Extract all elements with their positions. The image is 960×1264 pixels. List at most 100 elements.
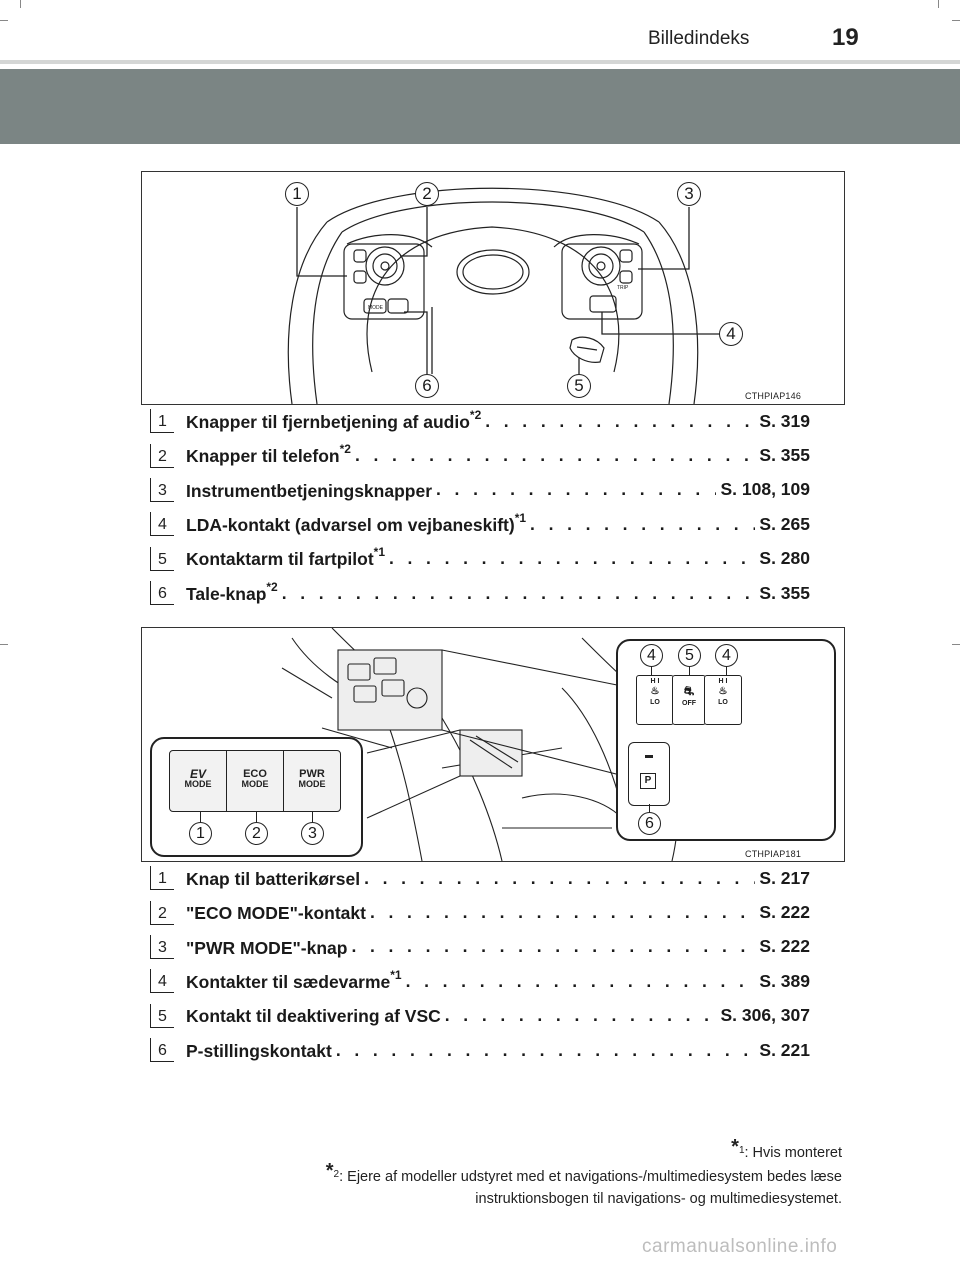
figure-code: CTHPIAP146 (745, 391, 802, 401)
leader-line (649, 804, 650, 814)
callout-5: 5 (678, 644, 701, 667)
seat-heat-icon: ♨ (650, 686, 660, 697)
leader-line (651, 665, 652, 676)
callout-2: 2 (415, 182, 439, 206)
leader-line (312, 811, 313, 823)
leader-dots: . . . . . . . . . . . . . . . . . . . . … (351, 936, 755, 957)
callout-3: 3 (301, 822, 324, 845)
seat-heat-icon: ♨ (718, 686, 728, 697)
vsc-icon: ⛐ (683, 684, 695, 698)
header-banner (0, 69, 960, 144)
leader-dots: . . . . . . . . . . . . . . . . . . . . … (389, 548, 755, 569)
eco-mode-button[interactable]: ECO MODE (227, 751, 284, 811)
page-ref: S. 221 (759, 1039, 810, 1060)
callout-4: 4 (640, 644, 663, 667)
callout-2: 2 (245, 822, 268, 845)
p-switch-indicator (645, 755, 653, 758)
vsc-off-label: OFF (682, 700, 696, 707)
pwr-mode-button-bottom: MODE (298, 779, 326, 789)
leader-dots: . . . . . . . . . . . . . . . . . . . . … (335, 1039, 756, 1060)
vsc-off-switch[interactable]: ⛐ OFF (672, 675, 706, 725)
page-ref: S. 389 (759, 970, 810, 991)
item-label: Kontakter til sædevarme*1 (186, 967, 402, 992)
footnote-2: *2: Ejere af modeller udstyret med et na… (325, 1160, 842, 1185)
item-label: "ECO MODE"-kontakt (186, 903, 366, 923)
callout-4: 4 (719, 322, 743, 346)
watermark: carmanualsonline.info (642, 1236, 838, 1257)
callout-3: 3 (677, 182, 701, 206)
seat-heater-switch-left[interactable]: H I ♨ LO (636, 675, 674, 725)
callout-6: 6 (415, 374, 439, 398)
item-number: 2 (150, 443, 174, 468)
ev-mode-button[interactable]: EV MODE (170, 751, 227, 811)
hi-label: H I (718, 678, 728, 685)
page-ref: S. 217 (759, 867, 810, 888)
item-number: 5 (150, 546, 174, 571)
item-number: 5 (150, 1003, 174, 1028)
console-illustration (281, 628, 829, 861)
eco-mode-button-top: ECO (243, 768, 267, 780)
leader-dots: . . . . . . . . . . . . . . . . . . . . … (281, 582, 756, 603)
callout-5: 5 (567, 374, 591, 398)
leader-dots: . . . . . . . . . . . . . . . . . . . . … (364, 867, 755, 888)
p-switch-label: P (640, 773, 656, 789)
page-ref: S. 306, 307 (720, 1005, 810, 1026)
item-number: 3 (150, 477, 174, 502)
header-rule (0, 60, 960, 64)
callout-1: 1 (285, 182, 309, 206)
callout-1: 1 (189, 822, 212, 845)
crop-mark (0, 20, 8, 21)
lo-label: LO (718, 699, 728, 706)
section-title: Billedindeks (648, 28, 750, 49)
leader-dots: . . . . . . . . . . . . . . . . . . . . … (485, 410, 755, 431)
p-position-switch[interactable]: P (628, 742, 670, 806)
crop-mark (20, 0, 21, 8)
item-number: 3 (150, 934, 174, 959)
item-label: Tale-knap*2 (186, 579, 278, 604)
seat-heater-switch-right[interactable]: H I ♨ LO (704, 675, 742, 725)
item-label: P-stillingskontakt (186, 1040, 332, 1061)
page-ref: S. 355 (759, 582, 810, 603)
eco-mode-button-bottom: MODE (241, 779, 269, 789)
item-number: 2 (150, 900, 174, 925)
crop-mark (938, 0, 939, 8)
item-label: Knapper til telefon*2 (186, 442, 351, 466)
list-item[interactable]: 2 "ECO MODE"-kontakt. . . . . . . . . . .… (150, 895, 810, 929)
leader-dots: . . . . . . . . . . . . . . . . . . . . … (369, 902, 755, 923)
item-number: 1 (150, 866, 174, 891)
footnote-1: *1: Hvis monteret (731, 1136, 842, 1161)
page-ref: S. 355 (759, 445, 810, 466)
pwr-mode-button-top: PWR (299, 768, 325, 780)
page-ref: S. 265 (759, 513, 810, 534)
page-ref: S. 222 (759, 936, 810, 957)
page-number: 19 (832, 24, 859, 51)
item-number: 1 (150, 409, 174, 434)
ev-mode-button-bottom: MODE (184, 779, 212, 789)
item-label: LDA-kontakt (advarsel om vejbaneskift)*1 (186, 510, 527, 535)
list-item[interactable]: 5 Kontaktarm til fartpilot*1. . . . . . .… (150, 542, 810, 576)
crop-mark (0, 644, 8, 645)
hi-label: H I (650, 678, 660, 685)
list-item[interactable]: 3 "PWR MODE"-knap. . . . . . . . . . . . … (150, 930, 810, 964)
pwr-mode-button[interactable]: PWR MODE (284, 751, 340, 811)
item-label: Kontaktarm til fartpilot*1 (186, 545, 385, 570)
item-label: Kontakt til deaktivering af VSC (186, 1006, 441, 1027)
leader-line (726, 665, 727, 676)
callout-6: 6 (638, 812, 661, 835)
console-figure: H I ♨ LO ⛐ OFF H I ♨ LO P 4 5 4 6 EV MOD… (141, 627, 845, 862)
item-label: "PWR MODE"-knap (186, 937, 348, 958)
crop-mark (952, 20, 960, 21)
item-label: Instrumentbetjeningsknapper (186, 480, 433, 501)
ev-mode-button-top: EV (189, 767, 206, 781)
